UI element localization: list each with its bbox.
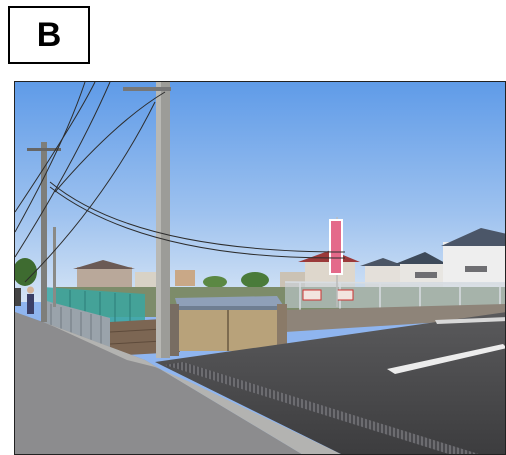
- photo-scene: [15, 82, 505, 454]
- figure-label: B: [36, 16, 62, 54]
- drain-grate: [165, 362, 479, 454]
- figure-label-box: B: [8, 6, 90, 64]
- utility-pole-main: [123, 82, 171, 358]
- sidewalk-edge: [43, 322, 341, 454]
- utility-pole-left: [27, 142, 61, 322]
- mesh-fence: [284, 281, 505, 310]
- storage-shed: [175, 296, 287, 351]
- retaining-wall: [285, 304, 505, 332]
- pedestrians: [15, 286, 34, 314]
- trees: [15, 258, 269, 288]
- photo: [14, 81, 506, 455]
- power-lines: [15, 82, 346, 283]
- banner-flag: [329, 217, 343, 307]
- road-marking: [387, 344, 505, 374]
- sidewalk: [15, 312, 302, 454]
- asphalt-road: [155, 312, 505, 454]
- road-marking-2: [435, 317, 505, 324]
